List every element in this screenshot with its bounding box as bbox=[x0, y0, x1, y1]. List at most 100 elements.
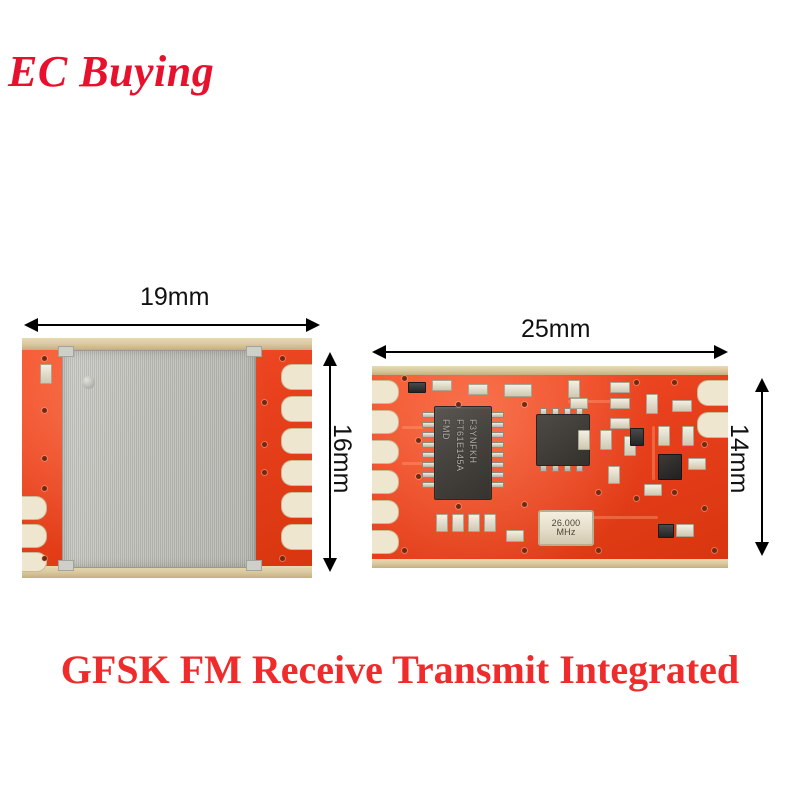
pcb-via bbox=[456, 504, 461, 509]
dimension-label-right-width: 25mm bbox=[521, 315, 591, 343]
smd-component bbox=[610, 418, 630, 429]
dimension-arrow-left-width bbox=[24, 318, 320, 332]
shield-tab-bl bbox=[58, 560, 74, 571]
smd-component bbox=[672, 400, 692, 412]
castellated-pad bbox=[22, 524, 47, 548]
smd-component bbox=[688, 458, 706, 470]
smd-component bbox=[568, 380, 580, 398]
pcb-via bbox=[702, 442, 707, 447]
shield-tab-br bbox=[246, 560, 262, 571]
smd-component bbox=[408, 382, 426, 393]
pcb-trace bbox=[568, 400, 628, 403]
pcb-via bbox=[42, 356, 47, 361]
smd-component bbox=[608, 466, 620, 484]
castellated-pad bbox=[372, 500, 399, 524]
arrow-bar bbox=[31, 324, 313, 326]
smd-component bbox=[646, 394, 658, 414]
smd-component bbox=[676, 524, 694, 537]
pcb-via bbox=[280, 556, 285, 561]
smd-component bbox=[432, 380, 452, 391]
castellated-pad bbox=[372, 380, 399, 404]
pcb-via bbox=[262, 442, 267, 447]
pcb-via bbox=[634, 380, 639, 385]
pcb-via bbox=[280, 356, 285, 361]
pcb-via bbox=[596, 548, 601, 553]
mcu-marking-line-2: FT61E145A bbox=[455, 419, 465, 472]
smd-component bbox=[468, 514, 480, 532]
smd-component bbox=[40, 364, 52, 384]
dimension-label-left-width: 19mm bbox=[140, 283, 210, 311]
pcb-via bbox=[522, 502, 527, 507]
shield-tab-tl bbox=[58, 346, 74, 357]
smd-component bbox=[468, 384, 488, 395]
castellated-pad bbox=[281, 428, 312, 454]
smd-component bbox=[658, 426, 670, 446]
smd-component bbox=[452, 514, 464, 532]
arrow-bar bbox=[761, 385, 763, 549]
pcb-via bbox=[42, 486, 47, 491]
pcb-via bbox=[402, 548, 407, 553]
smd-component bbox=[504, 384, 532, 397]
brand-logo: EC Buying bbox=[8, 47, 215, 96]
mcu-marking-line-1: FMD bbox=[441, 419, 451, 440]
smd-component bbox=[578, 430, 590, 450]
pcb-via bbox=[42, 556, 47, 561]
castellated-pad bbox=[281, 396, 312, 422]
arrow-bar bbox=[379, 351, 721, 353]
shield-tab-tr bbox=[246, 346, 262, 357]
arrow-head-right bbox=[714, 345, 728, 359]
mcu-marking-line-3: F3YNFKH bbox=[468, 419, 478, 464]
pcb-trace bbox=[402, 426, 424, 429]
smd-component bbox=[506, 530, 524, 542]
pcb-edge-bottom bbox=[372, 559, 728, 568]
smd-component bbox=[610, 398, 630, 409]
pcb-via bbox=[416, 474, 421, 479]
pcb-edge-bottom bbox=[22, 566, 312, 578]
product-caption: GFSK FM Receive Transmit Integrated bbox=[60, 647, 740, 692]
mcu-ic: FMD FT61E145A F3YNFKH bbox=[434, 406, 492, 500]
shield-dimple bbox=[82, 376, 95, 389]
castellated-pad bbox=[281, 492, 312, 518]
dimension-arrow-right-height bbox=[755, 378, 769, 556]
pcb-via bbox=[416, 438, 421, 443]
smd-component bbox=[570, 398, 588, 409]
pcb-edge-top bbox=[22, 338, 312, 350]
smd-component bbox=[436, 514, 448, 532]
smd-component bbox=[610, 382, 630, 393]
metal-shield-can bbox=[62, 350, 256, 568]
pcb-edge-top bbox=[372, 366, 728, 375]
arrow-head-right bbox=[306, 318, 320, 332]
crystal-marking-frequency: 26.000 bbox=[551, 517, 581, 528]
pcb-via bbox=[262, 470, 267, 475]
pcb-via bbox=[596, 490, 601, 495]
rf-module-shielded-view bbox=[22, 338, 312, 578]
pcb-via bbox=[712, 548, 717, 553]
smd-component bbox=[658, 524, 674, 538]
castellated-pad bbox=[372, 440, 399, 464]
castellated-pad bbox=[22, 496, 47, 520]
castellated-pad bbox=[281, 364, 312, 390]
smd-component bbox=[600, 430, 612, 450]
pcb-via bbox=[402, 376, 407, 381]
castellated-pad bbox=[697, 380, 728, 406]
castellated-pad bbox=[372, 470, 399, 494]
dimension-label-left-height: 16mm bbox=[328, 424, 356, 494]
crystal-oscillator: 26.000 MHz bbox=[538, 510, 594, 546]
dimension-arrow-right-width bbox=[372, 345, 728, 359]
pcb-via bbox=[702, 506, 707, 511]
crystal-marking-unit: MHz bbox=[556, 527, 576, 537]
smd-component bbox=[630, 428, 644, 446]
pcb-via bbox=[42, 456, 47, 461]
arrow-head-bottom bbox=[755, 542, 769, 556]
pcb-via bbox=[634, 496, 639, 501]
rf-module-component-view: FMD FT61E145A F3YNFKH 26.000 MHz bbox=[372, 366, 728, 568]
smd-component bbox=[644, 484, 662, 496]
pcb-trace bbox=[586, 516, 658, 519]
arrow-bar bbox=[329, 359, 331, 565]
pcb-trace bbox=[402, 462, 424, 465]
pcb-via bbox=[522, 548, 527, 553]
pcb-via bbox=[672, 490, 677, 495]
castellated-pad bbox=[281, 524, 312, 550]
pcb-via bbox=[456, 402, 461, 407]
pcb-via bbox=[262, 400, 267, 405]
